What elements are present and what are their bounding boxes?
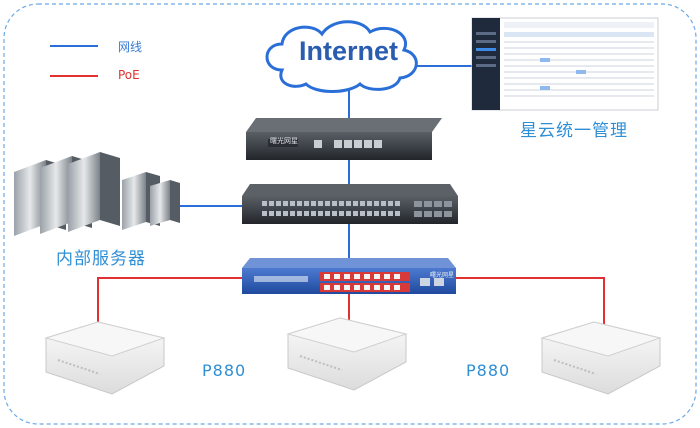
internet-cloud: [265, 20, 418, 93]
access-point-center: [286, 317, 408, 391]
ap-label-right: P880: [466, 361, 511, 380]
servers-caption: 内部服务器: [56, 249, 146, 269]
gateway-device: [246, 118, 442, 160]
management-caption: 星云统一管理: [520, 121, 628, 141]
core-switch: [242, 184, 458, 224]
management-dashboard: [471, 17, 659, 111]
gateway-brand: 曙光网星: [270, 137, 298, 145]
poe-link-right: [454, 277, 605, 326]
poe-switch-brand: 曙光网星: [430, 272, 455, 279]
poe-link-left: [97, 277, 242, 338]
server-rack-group: [14, 152, 180, 236]
legend-label-cable: 网线: [118, 40, 143, 54]
diagram-frame: [3, 3, 697, 425]
poe-switch: [242, 258, 456, 294]
legend-label-poe: PoE: [118, 68, 140, 82]
access-point-left: [44, 321, 166, 395]
access-point-right: [540, 321, 662, 395]
ap-label-left: P880: [202, 361, 247, 380]
internet-label: Internet: [299, 36, 399, 66]
